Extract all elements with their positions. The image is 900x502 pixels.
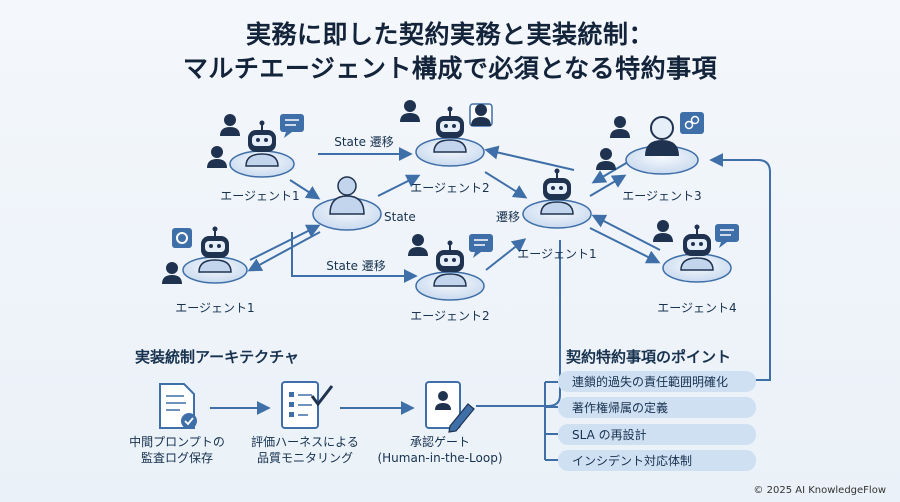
agent1-top-label: エージェント1 — [220, 189, 299, 203]
agent2-bottom-label: エージェント2 — [410, 309, 489, 323]
point-item-text: 連鎖的過失の責任範囲明確化 — [572, 374, 728, 389]
point-item — [558, 450, 756, 471]
page-title: 実務に即した契約実務と実装統制： マルチエージェント構成で必須となる特約事項 — [0, 18, 900, 86]
user-icon — [400, 100, 420, 122]
agent1-right-node: エージェント1 — [517, 167, 597, 261]
step1-label-line2: 監査ログ保存 — [141, 450, 213, 465]
point-item-text: SLA の再設計 — [572, 427, 647, 442]
points-heading: 契約特約事項のポイント — [565, 348, 731, 366]
agent3-node: エージェント3 — [596, 112, 704, 203]
audit-log-document-icon — [159, 383, 197, 429]
agent2-top-node: エージェント2 — [400, 100, 493, 195]
user-icon — [207, 146, 227, 168]
point-item — [558, 397, 756, 418]
gear-icon — [172, 228, 192, 248]
user-icon — [610, 116, 630, 138]
step2-label-line2: 品質モニタリング — [257, 450, 353, 465]
edge-label-state-bottom: State 遷移 — [326, 259, 386, 273]
point-item-text: 著作権帰属の定義 — [572, 400, 668, 415]
chat-bubble-icon — [279, 113, 305, 139]
step2-label-line1: 評価ハーネスによる — [251, 434, 359, 449]
title-line-1: 実務に即した契約実務と実装統制： — [245, 20, 654, 49]
agent4-node: エージェント4 — [653, 220, 740, 315]
edges — [210, 145, 771, 415]
step3-label-line2: (Human-in-the-Loop) — [377, 451, 502, 465]
agent1-bottom-label: エージェント1 — [175, 301, 254, 315]
state-label: State — [384, 210, 416, 224]
state-node: State — [312, 176, 416, 231]
step3-label-line1: 承認ゲート — [410, 434, 470, 449]
edge-agent2-to-right — [484, 171, 528, 199]
chat-bubble-icon — [468, 233, 494, 259]
agent1-top-node: エージェント1 — [207, 113, 305, 203]
step1-label-line1: 中間プロンプトの — [129, 434, 225, 449]
edge-state-to-agent1b — [247, 231, 321, 272]
title-line-2: マルチエージェント構成で必須となる特約事項 — [182, 54, 718, 83]
edge-state-bottom — [291, 232, 418, 283]
agent1-right-label: エージェント1 — [517, 247, 596, 261]
user-icon — [408, 234, 428, 256]
agent3-label: エージェント3 — [622, 189, 701, 203]
edge-state-to-agent2-top — [377, 174, 421, 197]
user-icon — [162, 262, 182, 284]
edge-agent1-to-state — [289, 179, 321, 200]
point-item — [558, 371, 756, 392]
approval-document-pen-icon — [425, 381, 475, 433]
agent4-label: エージェント4 — [657, 301, 736, 315]
edge-agent2b-to-right — [485, 238, 527, 271]
edge-label-transition: 遷移 — [496, 210, 520, 224]
agent2-bottom-node: エージェント2 — [408, 233, 494, 323]
edge-agent3-to-right — [591, 161, 629, 184]
edge-agent1b-to-state — [249, 224, 321, 261]
support-agent-icon — [653, 220, 673, 242]
copyright-footer: © 2025 AI KnowledgeFlow — [753, 485, 886, 496]
points-bracket — [544, 381, 558, 461]
point-item — [558, 424, 756, 445]
edge-points-to-agent3 — [709, 153, 771, 381]
points-list: 連鎖的過失の責任範囲明確化 著作権帰属の定義 SLA の再設計 インシデント対応… — [558, 371, 756, 471]
edge-right-to-agent2-top — [484, 145, 575, 171]
edge-right-to-agent4 — [589, 227, 661, 264]
agent2-top-label: エージェント2 — [410, 181, 489, 195]
architecture-heading: 実装統制アーキテクチャ — [135, 348, 299, 366]
agent1-bottom-node: エージェント1 — [162, 225, 255, 315]
point-item-text: インシデント対応体制 — [572, 453, 692, 468]
edge-right-to-agent3 — [589, 174, 627, 197]
chat-bubble-icon — [714, 223, 740, 249]
checklist-icon — [281, 381, 334, 429]
user-icon — [596, 148, 616, 170]
user-icon — [220, 114, 240, 136]
edge-agent4-to-right — [591, 214, 661, 251]
edge-label-state-top: State 遷移 — [334, 135, 394, 149]
